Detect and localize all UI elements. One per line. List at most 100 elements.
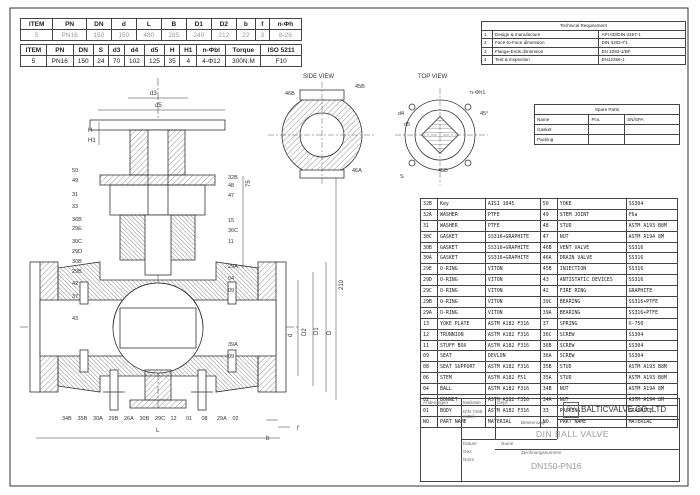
part-no: 13 xyxy=(420,317,438,330)
part-material: SS316 xyxy=(625,274,679,287)
part-no: 43 xyxy=(539,274,558,287)
part-material: ASTM A193 B8M xyxy=(625,219,679,232)
part-name: DRAIN VALVE xyxy=(556,252,627,265)
part-name: STUD xyxy=(556,361,627,374)
spare-cell: Gasket xyxy=(533,124,590,135)
dim-cell: f xyxy=(255,18,270,30)
part-name: O-RING xyxy=(437,263,486,276)
side-view-title: SIDE VIEW xyxy=(303,74,334,80)
callout-bottom: 35B xyxy=(78,416,88,422)
part-material: SS316+PTFE xyxy=(625,306,679,319)
dim-D1: D1 xyxy=(314,327,320,335)
callout-left: 42 xyxy=(72,281,78,287)
part-name: O-RING xyxy=(437,306,486,319)
callout-right: 09 xyxy=(228,288,234,294)
dimension-labels: d3 d5 H H1 75 210 L d D2 D1 D b f xyxy=(88,91,345,442)
part-material: VITON xyxy=(484,285,541,298)
part-material: ASTM A193 B8M xyxy=(625,372,679,385)
part-material: PTFE xyxy=(484,219,541,232)
spare-header: Name xyxy=(533,114,590,125)
dim-cell: PN16 xyxy=(52,29,87,41)
callout-right: 15 xyxy=(228,218,234,224)
part-no: 29B xyxy=(420,296,438,308)
company-name: BALTICVALVE CO.,LTD xyxy=(581,405,667,414)
callout-bottom: 34B xyxy=(62,416,72,422)
tech-no: 2 xyxy=(481,38,493,48)
dim-75: 75 xyxy=(246,180,252,187)
callout-bottom: 30B xyxy=(140,416,150,422)
part-no: 09 xyxy=(420,350,438,363)
dim-cell: S xyxy=(92,44,110,56)
part-material: SS316+GRAPHITE xyxy=(484,252,541,265)
callout-right: 11 xyxy=(228,239,234,245)
dim-210: 210 xyxy=(339,279,345,290)
dim-cell: 4 xyxy=(179,55,198,67)
part-name: O-RING xyxy=(437,285,486,298)
part-material: VITON xyxy=(484,306,541,319)
dim-D2: D2 xyxy=(302,328,308,336)
tb-field-designation: Benennung xyxy=(521,420,545,425)
dim-cell: 22 xyxy=(235,29,257,41)
dim-cell: d5 xyxy=(143,44,165,56)
part-name: WASHER xyxy=(437,208,486,221)
part-name: INJECTION xyxy=(556,263,627,276)
part-name: NUT xyxy=(556,230,627,243)
part-material: AISI 1045 xyxy=(484,198,541,210)
part-name: WASHER xyxy=(437,219,486,232)
dim-cell: 150 xyxy=(85,29,112,41)
part-no: 06 xyxy=(420,372,438,385)
top-view-title: TOP VIEW xyxy=(418,74,447,80)
dim-H1: H1 xyxy=(88,138,96,144)
part-material: GRAPHITE xyxy=(625,285,679,298)
part-name: NUT xyxy=(556,383,627,396)
part-name: GASKET xyxy=(437,252,486,265)
part-no: 34B xyxy=(539,383,558,396)
part-material: SS304 xyxy=(625,339,679,352)
dim-cell: 285 xyxy=(160,29,187,41)
dim-cell: Torque xyxy=(225,44,262,56)
part-no: 08 xyxy=(420,361,438,374)
tb-field-scale: Maßstab xyxy=(463,400,481,405)
spare-cell xyxy=(624,134,680,145)
tb-field-drawn: Gez. xyxy=(463,449,473,454)
part-no: 29D xyxy=(420,274,438,287)
company-logo: BV xyxy=(563,402,579,418)
spare-cell xyxy=(588,124,626,135)
dim-cell: 212 xyxy=(210,29,237,41)
dim-cell: F10 xyxy=(260,55,302,67)
part-name: Key xyxy=(437,198,486,210)
part-no: 36C xyxy=(539,328,558,341)
part-name: BALL xyxy=(437,383,486,396)
callout-left: 31 xyxy=(72,192,78,198)
dim-cell: PN xyxy=(45,44,74,56)
part-no: 30A xyxy=(420,252,438,265)
callout-left: 33 xyxy=(72,204,78,210)
dim-cell: 5 xyxy=(19,29,54,41)
callout-bottom: 29A xyxy=(217,416,227,422)
dim-cell: H xyxy=(163,44,181,56)
dim-cell: ITEM xyxy=(19,18,54,30)
tech-value: DIN 3202-F1 xyxy=(598,38,686,48)
spare-row: Gasket xyxy=(533,124,680,135)
part-no: 49 xyxy=(539,208,558,221)
callout-right: 48 xyxy=(228,183,234,189)
dim-cell: d4 xyxy=(123,44,145,56)
dim-cell: b xyxy=(235,18,257,30)
spare-cell xyxy=(588,134,626,145)
part-name: SCREW xyxy=(556,339,627,352)
part-material: SS316 xyxy=(625,241,679,254)
dim-H: H xyxy=(88,128,92,134)
callout-left: 29D xyxy=(72,249,82,255)
part-name: O-RING xyxy=(437,296,486,308)
